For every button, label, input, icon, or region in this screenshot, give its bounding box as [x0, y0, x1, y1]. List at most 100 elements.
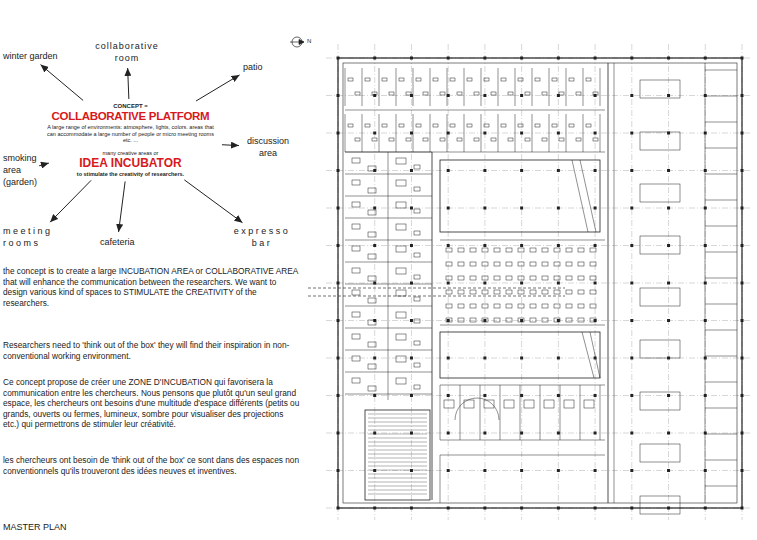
- north-head: [299, 40, 304, 45]
- desk: [458, 262, 464, 266]
- office-wall: [396, 114, 397, 152]
- desk: [566, 318, 572, 322]
- table: [396, 202, 406, 208]
- space-name: meeting rooms: [3, 225, 68, 249]
- outer-wall: [338, 58, 742, 508]
- column: [557, 394, 560, 397]
- grid-axis: [558, 44, 559, 520]
- desk: [554, 318, 560, 322]
- column: [704, 207, 707, 210]
- grid-axis: [326, 320, 752, 321]
- room-wall: [500, 385, 501, 440]
- desk: [482, 248, 488, 252]
- room: [640, 184, 680, 202]
- office-wall: [566, 68, 567, 106]
- desk: [382, 78, 387, 81]
- table: [396, 224, 406, 230]
- table: [544, 400, 554, 408]
- wall: [608, 63, 609, 503]
- desk: [457, 92, 462, 95]
- desk: [552, 124, 557, 127]
- desk: [482, 262, 488, 266]
- concept-paragraph: the concept is to create a large INCUBAT…: [3, 266, 301, 308]
- desk: [506, 290, 512, 294]
- office-wall: [515, 68, 516, 106]
- desk: [482, 276, 488, 280]
- desk: [368, 232, 376, 237]
- column: [630, 319, 633, 322]
- desk: [368, 276, 376, 281]
- desk: [578, 248, 584, 252]
- space-name: expresso bar: [226, 225, 298, 249]
- room-wall: [345, 174, 432, 175]
- column: [704, 469, 707, 472]
- column: [447, 469, 450, 472]
- desk: [348, 124, 353, 127]
- room-wall: [345, 218, 432, 219]
- column: [704, 132, 707, 135]
- room-wall: [705, 330, 737, 331]
- table: [396, 334, 406, 340]
- desk: [467, 124, 472, 127]
- desk: [494, 276, 500, 280]
- seat-row: [368, 422, 427, 423]
- column: [483, 244, 486, 247]
- room-wall: [705, 252, 737, 253]
- desk: [566, 304, 572, 308]
- arrow-connector: [39, 163, 49, 166]
- column: [520, 169, 523, 172]
- room-wall: [520, 385, 521, 440]
- desk: [530, 318, 536, 322]
- room-wall: [705, 356, 737, 357]
- desk: [416, 78, 421, 81]
- incubator-title: IDEA INCUBATOR: [43, 157, 218, 170]
- column: [483, 282, 486, 285]
- desk: [578, 318, 584, 322]
- concept-paragraph-fr: Ce concept propose de créer une ZONE D'I…: [3, 377, 301, 430]
- room: [640, 496, 680, 514]
- room-wall: [345, 196, 432, 197]
- desk: [352, 356, 360, 361]
- desk: [590, 262, 596, 266]
- room-wall: [345, 284, 432, 285]
- desk: [491, 138, 496, 141]
- desk: [590, 318, 596, 322]
- column: [410, 207, 413, 210]
- column: [594, 94, 597, 97]
- grid-axis: [484, 44, 485, 520]
- desk: [368, 210, 376, 215]
- desk: [446, 276, 452, 280]
- desk: [352, 378, 360, 383]
- office-wall: [566, 114, 567, 152]
- column: [594, 207, 597, 210]
- desk: [470, 276, 476, 280]
- desk: [506, 262, 512, 266]
- desk: [458, 290, 464, 294]
- office-wall: [515, 114, 516, 152]
- column: [373, 394, 376, 397]
- column: [630, 357, 633, 360]
- office-wall: [549, 68, 550, 106]
- desk: [414, 231, 420, 235]
- desk: [450, 124, 455, 127]
- grid-axis: [326, 433, 752, 434]
- desk: [433, 78, 438, 81]
- desk: [554, 248, 560, 252]
- space-label: discussion area: [243, 135, 293, 159]
- room-wall: [705, 408, 737, 409]
- space-label: collaborative room: [86, 40, 168, 64]
- desk: [542, 290, 548, 294]
- dashed-leader: [308, 288, 565, 289]
- desk: [355, 138, 360, 141]
- space-name: discussion area: [243, 135, 293, 159]
- desk: [518, 262, 524, 266]
- seat-row: [368, 466, 427, 467]
- office-wall: [413, 114, 414, 152]
- seat-row: [368, 430, 427, 431]
- column: [483, 319, 486, 322]
- desk: [414, 253, 420, 257]
- desk: [484, 124, 489, 127]
- table: [484, 400, 494, 408]
- desk: [414, 165, 420, 169]
